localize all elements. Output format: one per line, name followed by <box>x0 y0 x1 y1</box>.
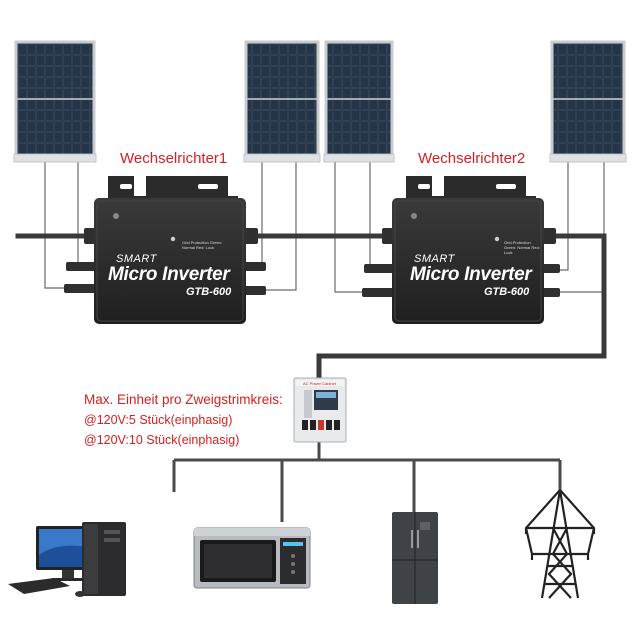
inverter-1-indicator-text: Grid Protection Green: Normal Red: Lock <box>182 240 223 250</box>
solar-panel-4 <box>549 40 627 163</box>
micro-inverter-1 <box>64 176 266 324</box>
ac-cable <box>15 233 607 381</box>
inverter-1-model: GTB-600 <box>186 286 232 298</box>
solar-panel-2 <box>243 40 321 163</box>
inverter-1-title: Micro Inverter <box>108 264 230 285</box>
distribution-box-label: AC Power Cabinet <box>303 381 336 386</box>
inverter-2-brand: SMART <box>414 253 455 265</box>
capacity-line-1: @120V:5 Stück(einphasig) <box>84 413 233 427</box>
solar-panel-3 <box>323 40 395 163</box>
inverter-1-brand: SMART <box>116 253 157 265</box>
solar-panel-1 <box>13 40 97 163</box>
inverter-1-label: Wechselrichter1 <box>120 150 228 167</box>
desktop-computer-icon <box>8 522 126 597</box>
capacity-heading: Max. Einheit pro Zweigstrimkreis: <box>84 392 283 407</box>
inverter-2-model: GTB-600 <box>484 286 530 298</box>
microwave-icon <box>193 527 311 589</box>
inverter-2-indicator-text: Grid Protection Green: Normal Red: Lock <box>504 240 540 255</box>
capacity-line-2: @120V:10 Stück(einphasig) <box>84 433 240 447</box>
capacity-info: Max. Einheit pro Zweigstrimkreis: @120V:… <box>84 392 283 453</box>
refrigerator-icon <box>392 512 438 604</box>
inverter-2-label: Wechselrichter2 <box>418 150 526 167</box>
power-tower-icon <box>524 489 596 599</box>
inverter-2-title: Micro Inverter <box>410 264 532 285</box>
micro-inverter-2 <box>362 176 560 324</box>
load-bus <box>172 440 562 522</box>
distribution-box-icon <box>293 377 347 443</box>
